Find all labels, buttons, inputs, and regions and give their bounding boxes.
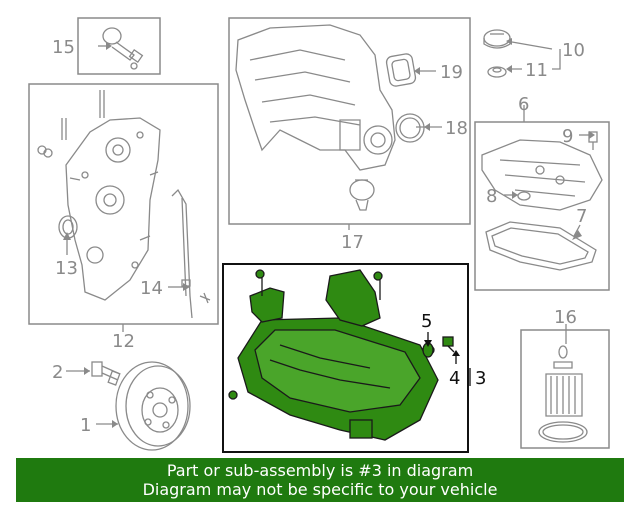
part-1-pulley[interactable] — [115, 361, 191, 451]
callout-12: 12 — [112, 331, 135, 352]
callout-18: 18 — [445, 118, 468, 139]
callout-4: 4 — [449, 368, 460, 389]
callout-14: 14 — [140, 278, 163, 299]
callout-3: 3 — [475, 368, 486, 389]
box-6 — [474, 121, 610, 291]
banner-line-1: Part or sub-assembly is #3 in diagram — [166, 461, 474, 480]
callout-6: 6 — [518, 94, 529, 115]
part-3-oil-pan[interactable] — [228, 269, 439, 441]
callout-11: 11 — [525, 60, 548, 81]
part-18-oring[interactable] — [395, 113, 425, 143]
callout-16: 16 — [554, 307, 577, 328]
arrowheads-highlight — [424, 340, 460, 356]
callout-2: 2 — [52, 362, 63, 383]
part-17-intake-manifold[interactable] — [235, 24, 396, 211]
part-19-gasket[interactable] — [385, 53, 417, 87]
part-7-gasket[interactable] — [485, 221, 597, 271]
box-16 — [520, 329, 610, 449]
part-4-drain-plug[interactable] — [442, 336, 455, 353]
part-6-valve-cover[interactable] — [481, 139, 603, 211]
callout-15: 15 — [52, 37, 75, 58]
part-11-cap-seal[interactable] — [487, 66, 507, 78]
box-3[interactable] — [222, 263, 469, 453]
callout-7: 7 — [576, 206, 587, 227]
callout-17: 17 — [341, 232, 364, 253]
part-2-bolt[interactable] — [91, 361, 121, 386]
arrowheads — [63, 38, 595, 428]
part-14-dipstick[interactable] — [171, 188, 211, 319]
callout-1: 1 — [80, 415, 91, 436]
box-17 — [228, 17, 471, 225]
part-12-timing-cover[interactable] — [37, 90, 161, 301]
callout-10: 10 — [562, 40, 585, 61]
part-15-sensor[interactable] — [102, 27, 144, 70]
callout-5: 5 — [421, 311, 432, 332]
part-8-washer[interactable] — [517, 191, 531, 201]
callout-13: 13 — [55, 258, 78, 279]
callout-8: 8 — [486, 186, 497, 207]
callout-9: 9 — [562, 126, 573, 147]
callout-19: 19 — [440, 62, 463, 83]
banner-line-2: Diagram may not be specific to your vehi… — [142, 480, 498, 499]
box-15 — [77, 17, 161, 75]
part-16-oil-filter[interactable] — [538, 345, 588, 443]
part-10-oil-cap[interactable] — [483, 29, 511, 49]
info-banner: Part or sub-assembly is #3 in diagram Di… — [16, 458, 624, 502]
